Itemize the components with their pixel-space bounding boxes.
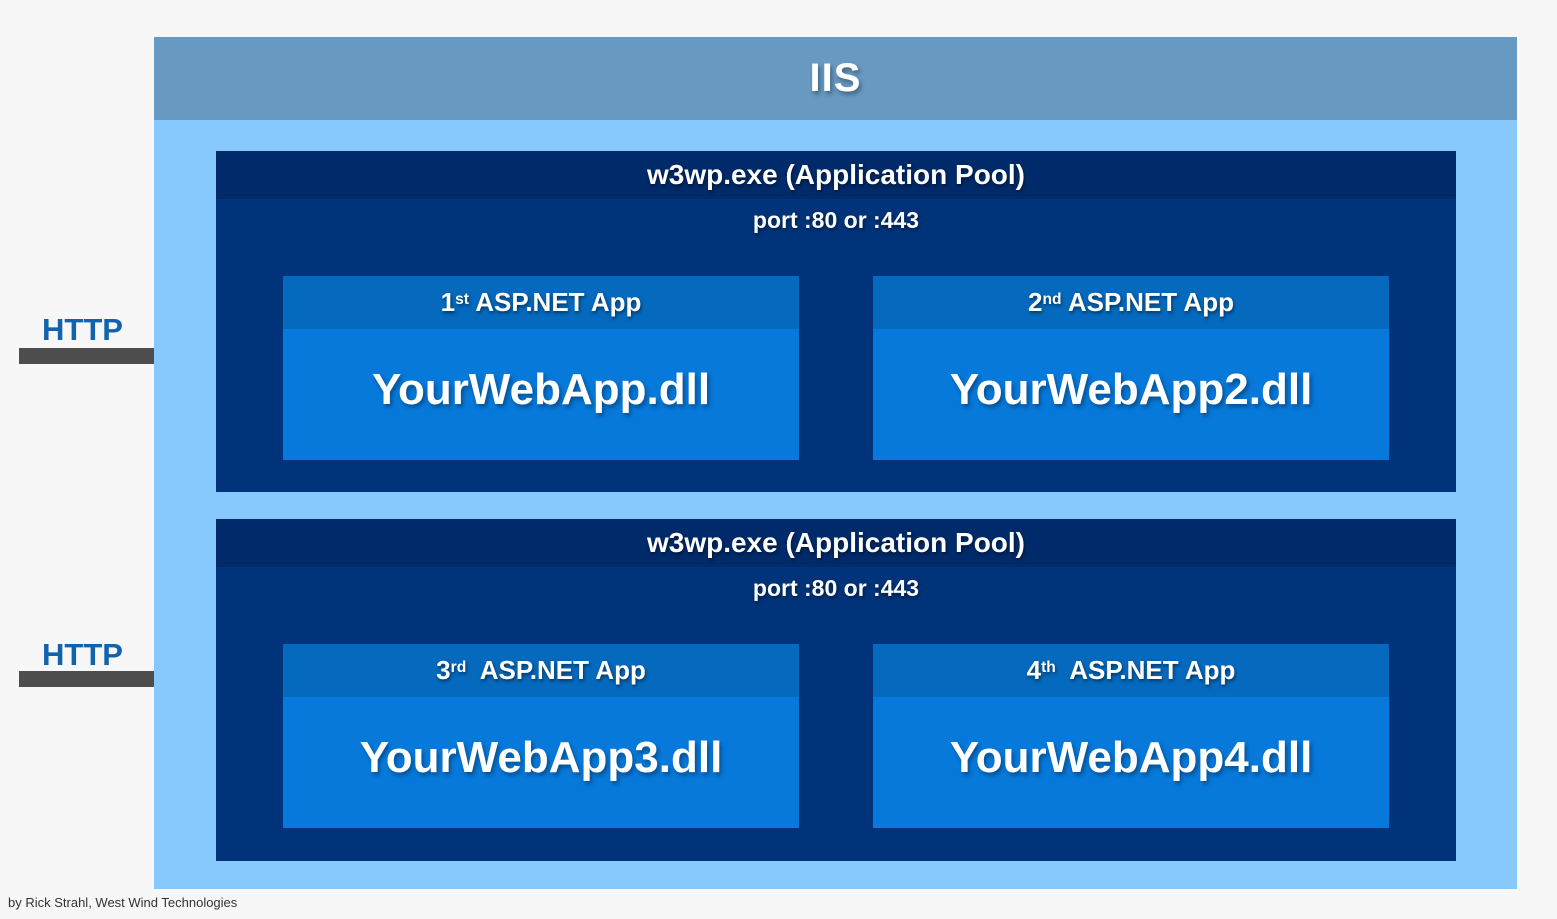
app-pool-2: w3wp.exe (Application Pool) port :80 or … — [216, 519, 1456, 861]
iis-container: IIS w3wp.exe (Application Pool) port :80… — [154, 37, 1517, 889]
aspnet-app-title: 2nd ASP.NET App — [1028, 287, 1234, 317]
http-label: HTTP — [42, 637, 123, 672]
aspnet-app-box-4: 4th ASP.NET App YourWebApp4.dll — [873, 644, 1389, 828]
aspnet-app-dll: YourWebApp2.dll — [949, 364, 1313, 414]
arrow-shaft — [19, 671, 169, 687]
iis-title-bar: IIS — [154, 37, 1517, 120]
aspnet-app-dll: YourWebApp4.dll — [949, 732, 1313, 782]
app-pool-title: w3wp.exe (Application Pool) — [646, 159, 1026, 190]
aspnet-app-dll: YourWebApp.dll — [371, 364, 711, 414]
app-pool-title-bar: w3wp.exe (Application Pool) — [216, 151, 1456, 199]
app-pool-title-bar: w3wp.exe (Application Pool) — [216, 519, 1456, 567]
aspnet-app-title: 4th ASP.NET App — [1026, 655, 1236, 685]
aspnet-app-title-bar: 3rd ASP.NET App — [283, 644, 799, 697]
attribution-text: by Rick Strahl, West Wind Technologies — [8, 895, 238, 910]
app-pool-title: w3wp.exe (Application Pool) — [646, 527, 1026, 558]
aspnet-app-title-bar: 2nd ASP.NET App — [873, 276, 1389, 329]
iis-title: IIS — [809, 56, 862, 100]
apps-row: 1st ASP.NET App YourWebApp.dll 2nd ASP.N… — [283, 276, 1389, 460]
ordinal-suffix: rd — [450, 658, 467, 676]
apps-row: 3rd ASP.NET App YourWebApp3.dll 4th ASP.… — [283, 644, 1389, 828]
aspnet-app-title-bar: 1st ASP.NET App — [283, 276, 799, 329]
aspnet-app-dll: YourWebApp3.dll — [359, 732, 723, 782]
aspnet-app-box-1: 1st ASP.NET App YourWebApp.dll — [283, 276, 799, 460]
app-pool-port: port :80 or :443 — [752, 575, 920, 601]
app-pool-port: port :80 or :443 — [752, 207, 920, 233]
ordinal-suffix: nd — [1042, 290, 1062, 308]
app-pool-1: w3wp.exe (Application Pool) port :80 or … — [216, 151, 1456, 492]
aspnet-app-box-2: 2nd ASP.NET App YourWebApp2.dll — [873, 276, 1389, 460]
aspnet-app-title: 3rd ASP.NET App — [436, 655, 646, 685]
ordinal-suffix: st — [455, 290, 469, 308]
aspnet-app-title: 1st ASP.NET App — [440, 287, 642, 317]
arrow-shaft — [19, 348, 169, 364]
aspnet-app-title-bar: 4th ASP.NET App — [873, 644, 1389, 697]
ordinal-suffix: th — [1041, 658, 1056, 676]
aspnet-app-box-3: 3rd ASP.NET App YourWebApp3.dll — [283, 644, 799, 828]
http-label: HTTP — [42, 312, 123, 347]
